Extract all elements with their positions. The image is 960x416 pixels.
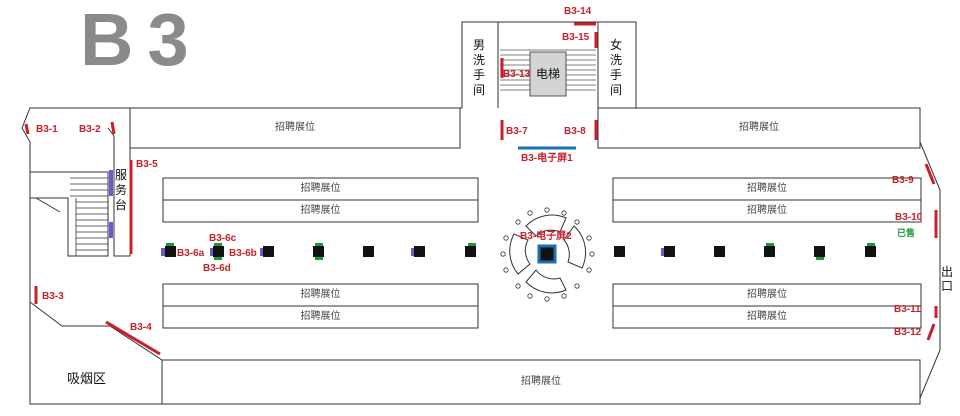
pillar-row — [161, 243, 876, 260]
ad-b3-3-label: B3-3 — [42, 291, 64, 302]
booth-top-right — [597, 107, 921, 149]
booth-label-low-left-2: 招聘展位 — [300, 311, 341, 322]
ad-b3-6b-label: B3-6b — [229, 248, 257, 259]
ad-b3-10-label: B3-10 — [895, 212, 923, 223]
booth-label-top-right: 招聘展位 — [739, 122, 779, 133]
ad-b3-11-label: B3-11 — [894, 304, 921, 315]
booth-label-bottom: 招聘展位 — [521, 376, 561, 387]
exit-label: 出口 — [940, 265, 953, 293]
ad-b3-5-label: B3-5 — [136, 159, 158, 170]
central-round-feature — [509, 214, 586, 294]
female-restroom-label: 女洗手间 — [609, 38, 622, 97]
b3-10-sold-badge: 已售 — [897, 229, 916, 239]
ad-b3-6d-label: B3-6d — [203, 263, 231, 274]
booth-label-mid-left-1: 招聘展位 — [300, 183, 341, 194]
ad-b3-8-label: B3-8 — [564, 126, 586, 137]
staircase — [35, 177, 108, 256]
ad-markers — [24, 22, 938, 356]
booth-label-low-left-1: 招聘展位 — [300, 289, 341, 300]
floor-title: B3 — [80, 0, 203, 81]
booth-label-mid-right-1: 招聘展位 — [747, 183, 787, 194]
ad-b3-9-label: B3-9 — [892, 175, 914, 186]
ad-b3-1-label: B3-1 — [36, 124, 58, 135]
ad-b3-4-label: B3-4 — [130, 322, 152, 333]
ad-b3-7-label: B3-7 — [506, 126, 528, 137]
booth-low-left-2 — [162, 305, 479, 329]
ad-b3-15-label: B3-15 — [562, 32, 590, 43]
screen-2-marker — [537, 244, 557, 264]
male-restroom-label: 男洗手间 — [472, 38, 485, 97]
booth-label-low-right-1: 招聘展位 — [747, 289, 787, 300]
smoking-area-wall — [29, 301, 163, 404]
elevator-label: 电梯 — [535, 67, 560, 81]
ad-b3-2-label: B3-2 — [79, 124, 101, 135]
smoking-area-label: 吸烟区 — [67, 372, 107, 387]
booth-low-right-2 — [612, 305, 922, 329]
screen-1-label: B3-电子屏1 — [521, 153, 573, 164]
booth-mid-right-2 — [612, 199, 922, 223]
elevator-box — [529, 51, 567, 97]
ad-b3-12-label: B3-12 — [894, 327, 922, 338]
booth-mid-left-2 — [162, 199, 479, 223]
outer-wall — [21, 21, 941, 405]
booth-label-mid-right-2: 招聘展位 — [747, 205, 787, 216]
screen-2-label: B3-电子屏2 — [520, 231, 572, 242]
ad-b3-6c-label: B3-6c — [209, 233, 237, 244]
ad-b3-13-label: B3-13 — [503, 69, 531, 80]
elevator-stairs — [500, 49, 596, 91]
service-desk-label: 服务台 — [114, 168, 127, 212]
booth-label-mid-left-2: 招聘展位 — [300, 205, 341, 216]
central-dots — [500, 207, 595, 302]
booth-label-low-right-2: 招聘展位 — [747, 311, 787, 322]
ad-b3-6a-label: B3-6a — [177, 248, 205, 259]
ad-b3-14-label: B3-14 — [564, 6, 592, 17]
booth-label-top-left: 招聘展位 — [275, 122, 315, 133]
